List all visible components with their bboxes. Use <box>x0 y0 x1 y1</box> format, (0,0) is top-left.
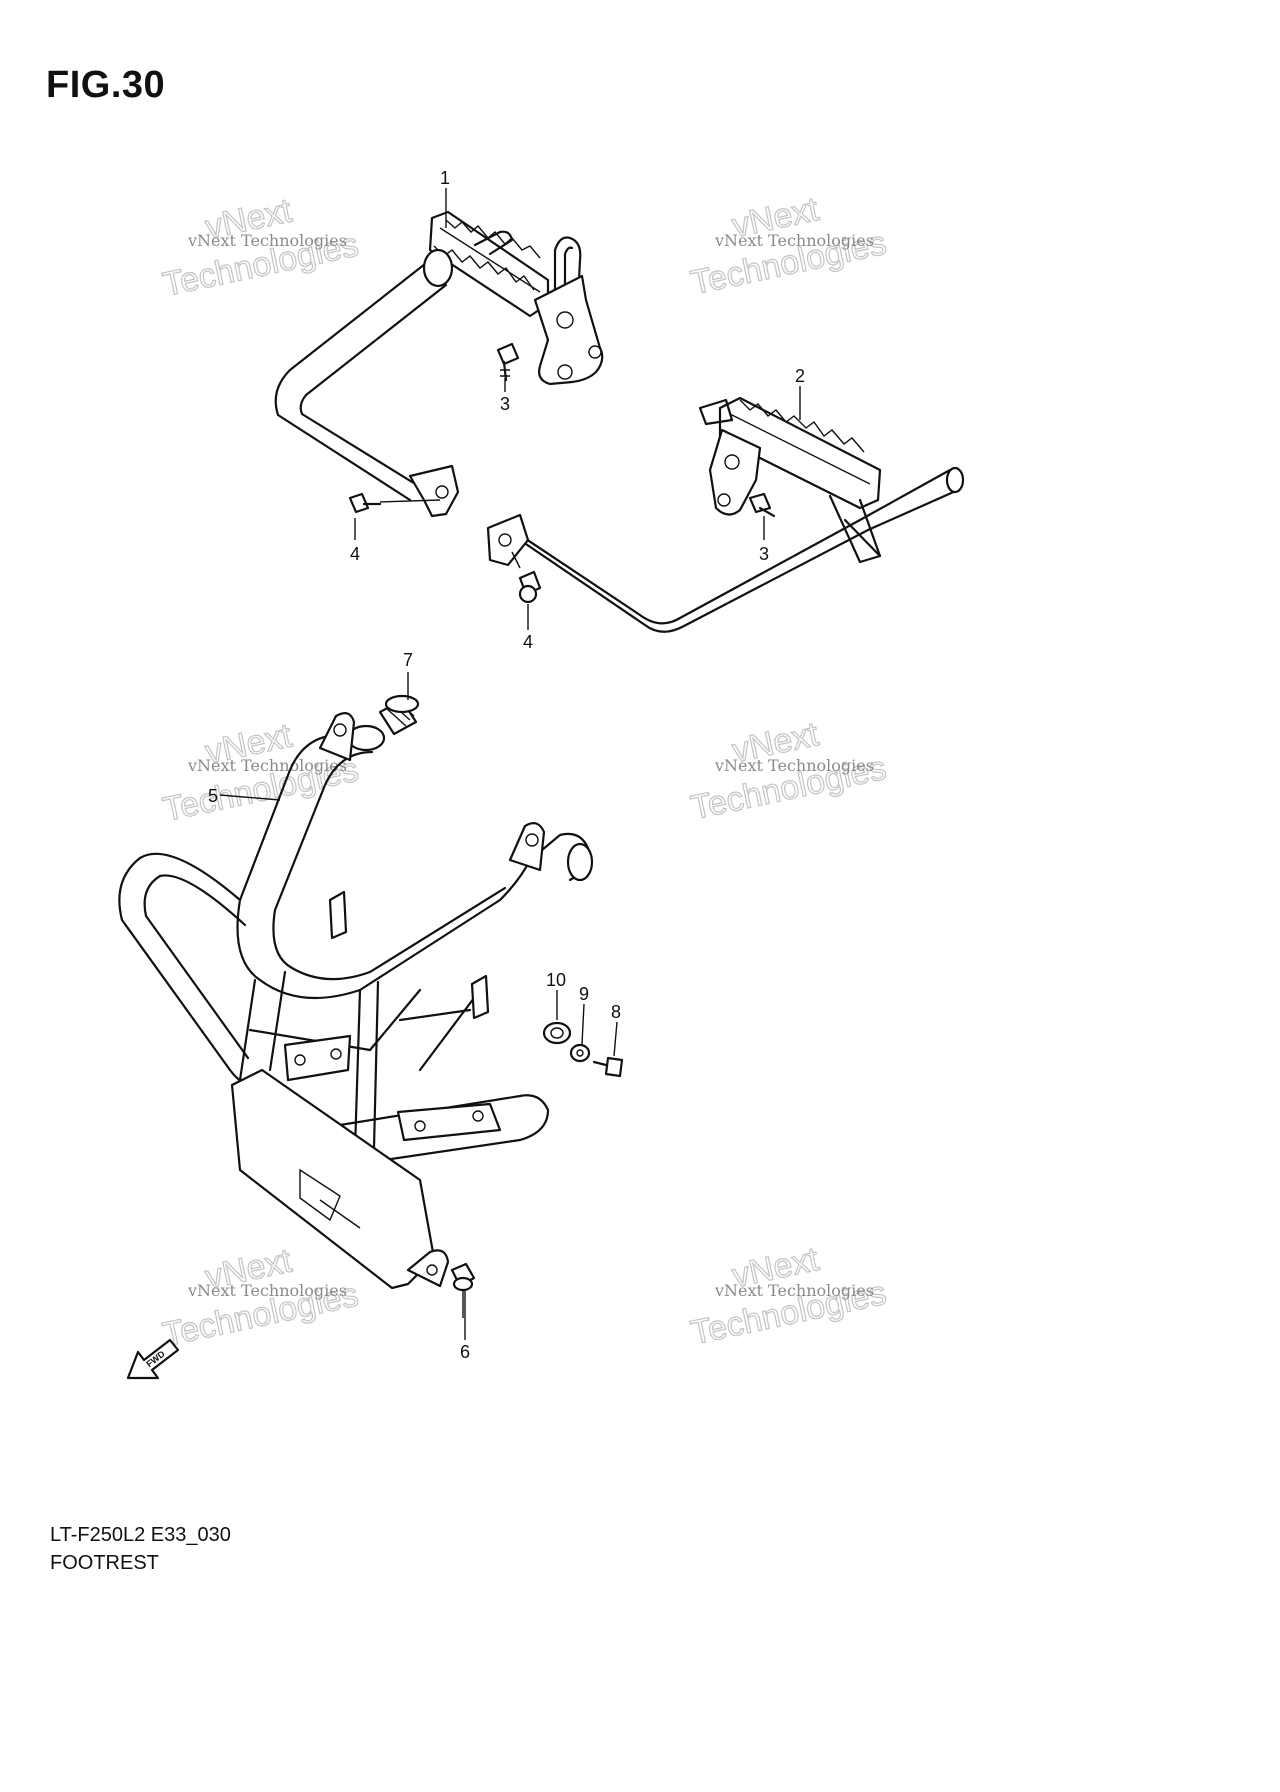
end-cap-7 <box>378 694 420 736</box>
watermark-top-left: Technologies vNext vNext Technologies <box>159 191 362 305</box>
callout-1: 1 <box>440 168 450 188</box>
washer-9 <box>569 1043 591 1063</box>
watermark-bottom-right: Technologies vNext vNext Technologies <box>687 1239 890 1353</box>
callout-2: 2 <box>795 366 805 386</box>
watermark-caption: vNext Technologies <box>714 756 874 775</box>
callout-6: 6 <box>460 1342 470 1362</box>
watermark-caption: vNext Technologies <box>714 1281 874 1300</box>
callout-9: 9 <box>579 984 589 1004</box>
callout-3-lower: 3 <box>759 544 769 564</box>
bolt-3-lower <box>748 492 776 518</box>
callout-5: 5 <box>208 786 218 806</box>
watermark-caption: vNext Technologies <box>187 1281 347 1300</box>
callout-4-left: 4 <box>350 544 360 564</box>
callout-8: 8 <box>611 1002 621 1022</box>
callout-4-right: 4 <box>523 632 533 652</box>
figure-title: FIG.30 <box>46 64 166 106</box>
watermark-caption: vNext Technologies <box>187 756 347 775</box>
watermark-caption: vNext Technologies <box>187 231 347 250</box>
callout-labels: 1 2 3 3 4 4 5 6 7 8 9 10 <box>208 168 805 1362</box>
grommet-10 <box>542 1021 572 1045</box>
forward-arrow-icon: FWD <box>126 1338 180 1380</box>
diagram-name: FOOTREST <box>50 1552 159 1574</box>
front-bumper-frame <box>118 711 594 1290</box>
callout-7: 7 <box>403 650 413 670</box>
callout-3-upper: 3 <box>500 394 510 414</box>
bolt-4-left <box>348 492 441 514</box>
bolt-6 <box>450 1262 476 1318</box>
watermark-bottom-left: Technologies vNext vNext Technologies <box>159 1241 362 1355</box>
diagram-code: LT-F250L2 E33_030 <box>50 1524 231 1546</box>
footrest-left-part <box>274 210 604 518</box>
footrest-right-part <box>486 396 965 633</box>
callout-10: 10 <box>546 970 566 990</box>
watermark-caption: vNext Technologies <box>714 231 874 250</box>
watermark-top-right: Technologies vNext vNext Technologies <box>687 189 890 303</box>
leader-lines <box>219 188 801 1340</box>
bolt-4-right <box>511 551 542 604</box>
bolt-3-upper <box>496 342 520 382</box>
bolt-8 <box>592 1056 624 1078</box>
watermark-mid-right: Technologies vNext vNext Technologies <box>687 714 890 828</box>
